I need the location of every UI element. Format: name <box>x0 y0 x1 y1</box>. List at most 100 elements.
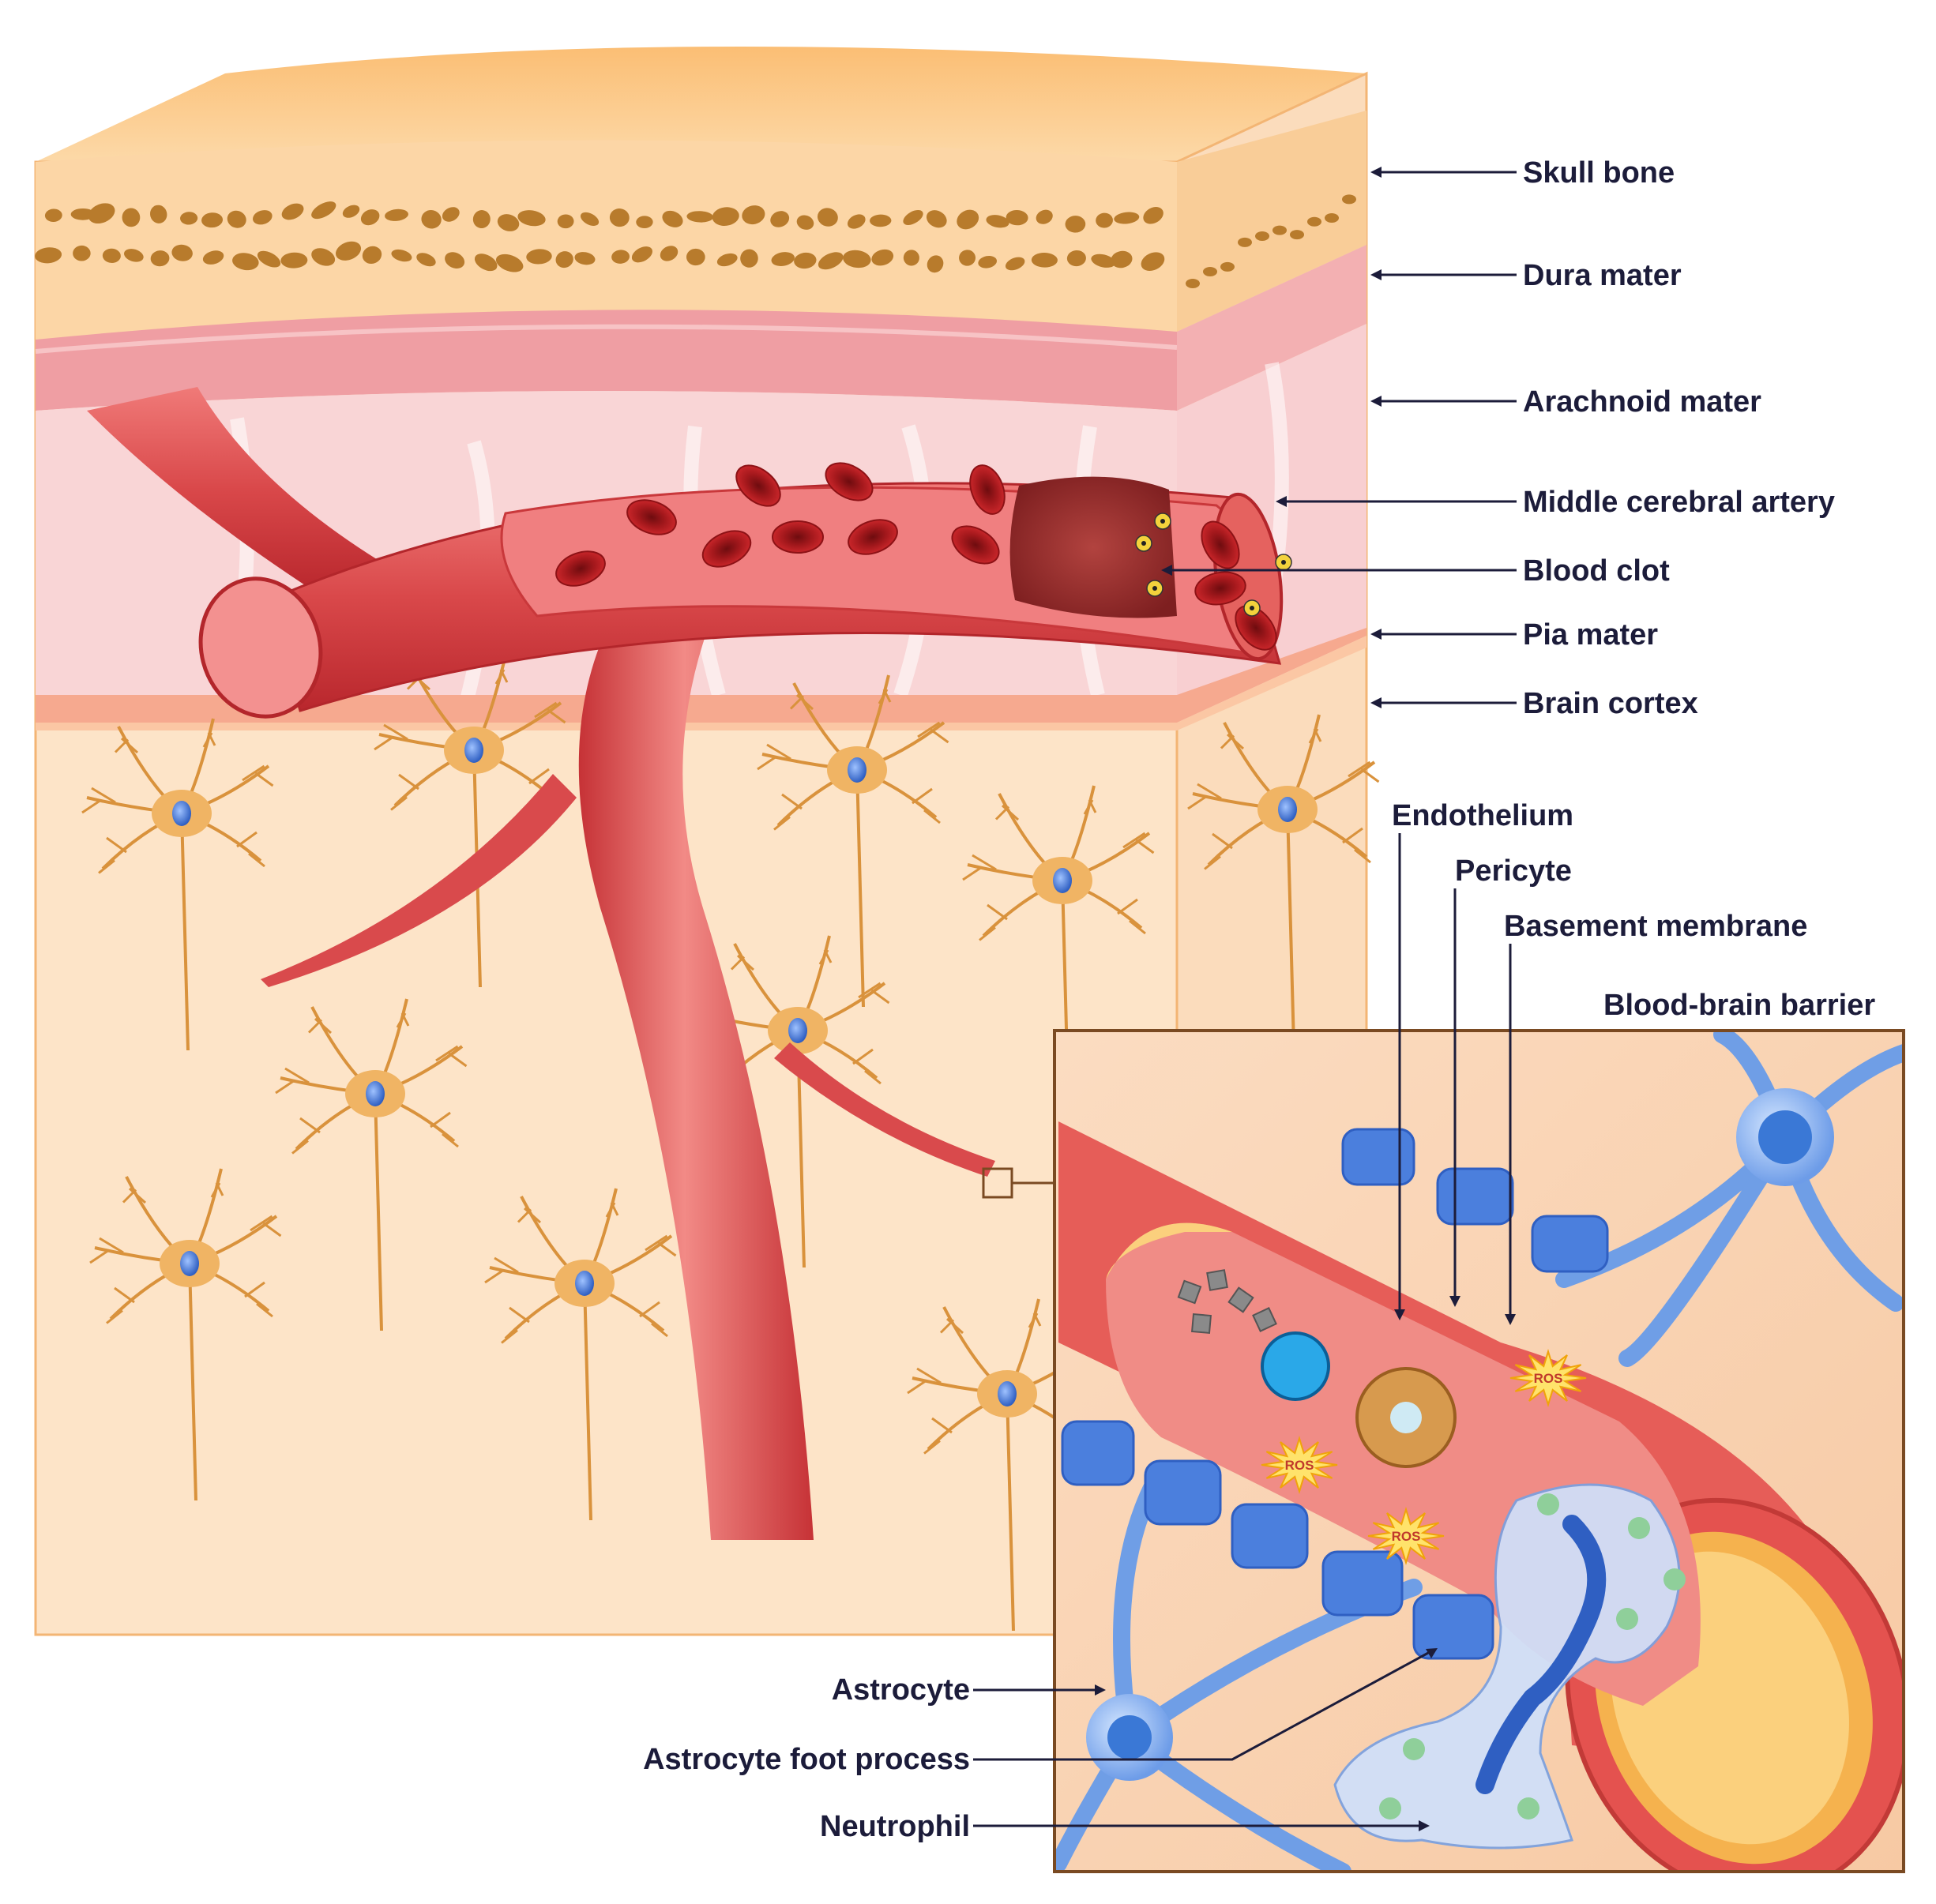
neuron-nucleus <box>575 1271 594 1296</box>
radioactive-marker-icon <box>1243 599 1261 617</box>
red-blood-cell <box>951 525 1000 565</box>
radioactive-marker-icon <box>1275 554 1292 571</box>
label-pericyte: Pericyte <box>1455 854 1572 888</box>
bone-pore <box>574 252 596 265</box>
bone-pore <box>794 252 817 269</box>
bone-pore <box>817 208 838 227</box>
bone-pore <box>342 205 360 218</box>
label-astrocyte: Astrocyte <box>832 1673 970 1707</box>
bone-pore <box>636 216 653 228</box>
bone-pore <box>257 250 281 268</box>
bone-pore <box>124 249 144 262</box>
bone-pore <box>1186 278 1200 288</box>
neuron-nucleus <box>788 1018 807 1043</box>
bone-pore <box>416 253 436 267</box>
label-blood-brain-barrier: Blood-brain barrier <box>1603 989 1875 1022</box>
neuron-nucleus <box>998 1381 1017 1406</box>
radioactive-marker-icon <box>1135 535 1152 552</box>
bone-pore <box>495 253 524 272</box>
neuron <box>907 1298 1100 1632</box>
radioactive-marker-icon <box>1146 580 1163 597</box>
neuron <box>757 674 949 1008</box>
neuron-nucleus <box>464 738 483 763</box>
red-blood-cell <box>626 499 677 535</box>
bone-pore <box>631 246 653 263</box>
bone-pore <box>102 248 121 263</box>
bone-pore <box>1220 261 1235 272</box>
bone-pore <box>227 210 246 228</box>
bone-pore <box>557 214 574 229</box>
neuron <box>89 1168 282 1501</box>
ros-label: ROS <box>1285 1458 1314 1473</box>
neurons <box>81 655 1380 1632</box>
bone-pore <box>1005 257 1025 271</box>
bone-pore <box>472 210 491 229</box>
bone-pore <box>88 203 115 224</box>
bone-pore <box>1141 252 1165 272</box>
bone-pore <box>280 252 308 269</box>
astrocyte-nucleus-bottom <box>1107 1715 1152 1759</box>
bone-pore <box>1272 225 1287 235</box>
bone-pore <box>1342 194 1356 205</box>
neuron-nucleus <box>366 1081 385 1106</box>
label-brain-cortex: Brain cortex <box>1523 687 1698 720</box>
small-branch-right <box>774 1042 995 1177</box>
bone-pore <box>957 209 979 230</box>
bone-pore <box>771 252 795 266</box>
neuron-nucleus <box>180 1251 199 1276</box>
skull-bone-side <box>1177 111 1366 332</box>
bone-pore <box>1325 213 1339 223</box>
bone-pore <box>1091 253 1115 268</box>
bone-pore <box>232 253 259 271</box>
bone-pore <box>1255 231 1269 242</box>
red-blood-cell <box>772 520 824 554</box>
dura-mater-side <box>1177 245 1366 411</box>
red-blood-cell <box>735 464 781 507</box>
bone-pore <box>1203 266 1217 276</box>
labels: Skull bone Dura mater Arachnoid mater Mi… <box>643 156 1875 1843</box>
pia-mater-band <box>36 628 1366 723</box>
label-arachnoid-mater: Arachnoid mater <box>1523 385 1761 419</box>
label-blood-clot: Blood clot <box>1523 554 1670 588</box>
bone-pores <box>35 194 1356 288</box>
bone-pore <box>385 208 408 221</box>
bone-pore <box>903 209 923 225</box>
bone-pore <box>360 209 380 226</box>
bone-pore <box>847 214 866 229</box>
bone-pore <box>686 211 713 223</box>
radioactive-marker-icon <box>1154 513 1171 530</box>
bone-pore <box>716 253 738 267</box>
bone-pore <box>1111 250 1133 269</box>
bone-pore <box>986 215 1009 228</box>
neuron-nucleus <box>848 757 867 783</box>
bone-pore <box>742 205 765 225</box>
bone-pore <box>281 203 304 220</box>
bone-pore <box>150 250 170 267</box>
bone-pore <box>770 211 790 227</box>
neuron <box>374 655 566 988</box>
label-pia-mater: Pia mater <box>1523 618 1658 652</box>
bone-pore <box>871 249 894 266</box>
descending-artery <box>578 584 814 1540</box>
red-blood-cell <box>555 550 606 587</box>
bone-pore <box>362 246 382 265</box>
neuron <box>484 1188 677 1521</box>
bone-pore <box>253 210 273 225</box>
bone-pore <box>445 252 465 269</box>
label-middle-cerebral-artery: Middle cerebral artery <box>1523 486 1835 519</box>
bone-pore <box>555 251 573 269</box>
bone-pore <box>1114 212 1140 224</box>
arteries <box>87 387 1292 1540</box>
astrocyte-nucleus-top <box>1758 1110 1812 1164</box>
bone-pore <box>1065 216 1086 233</box>
bone-pore <box>421 210 442 229</box>
red-blood-cell <box>969 464 1006 515</box>
bone-pore <box>73 245 91 261</box>
bone-pore <box>1307 216 1321 227</box>
bone-pore <box>712 207 739 226</box>
bone-pore <box>442 207 460 222</box>
red-blood-cell <box>1201 520 1240 569</box>
